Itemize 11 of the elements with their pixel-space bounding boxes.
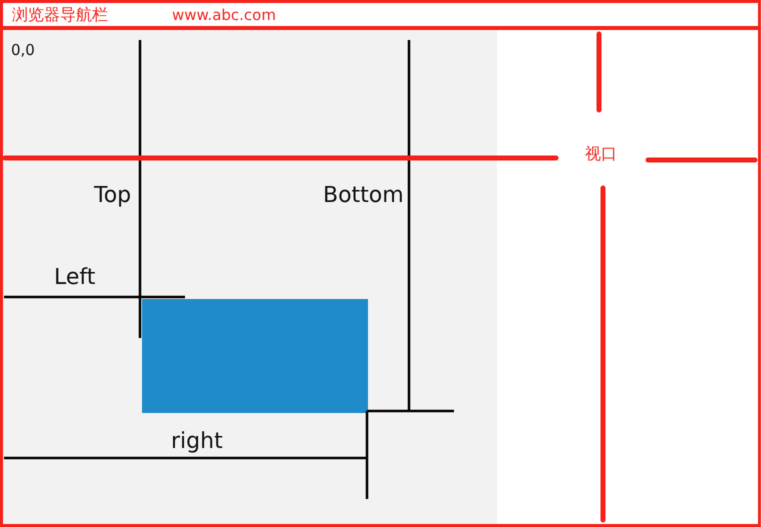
element-block [142, 299, 368, 413]
bottom-label: Bottom [323, 183, 404, 210]
top-label: Top [94, 183, 132, 210]
origin-coordinate: 0,0 [11, 41, 35, 59]
right-label: right [171, 429, 223, 456]
url-text: www.abc.com [172, 6, 276, 24]
left-label: Left [54, 265, 96, 292]
navigation-bar [0, 0, 761, 29]
bar-title: 浏览器导航栏 [12, 5, 108, 24]
viewport-label: 视口 [585, 144, 617, 164]
page-area [3, 30, 497, 524]
